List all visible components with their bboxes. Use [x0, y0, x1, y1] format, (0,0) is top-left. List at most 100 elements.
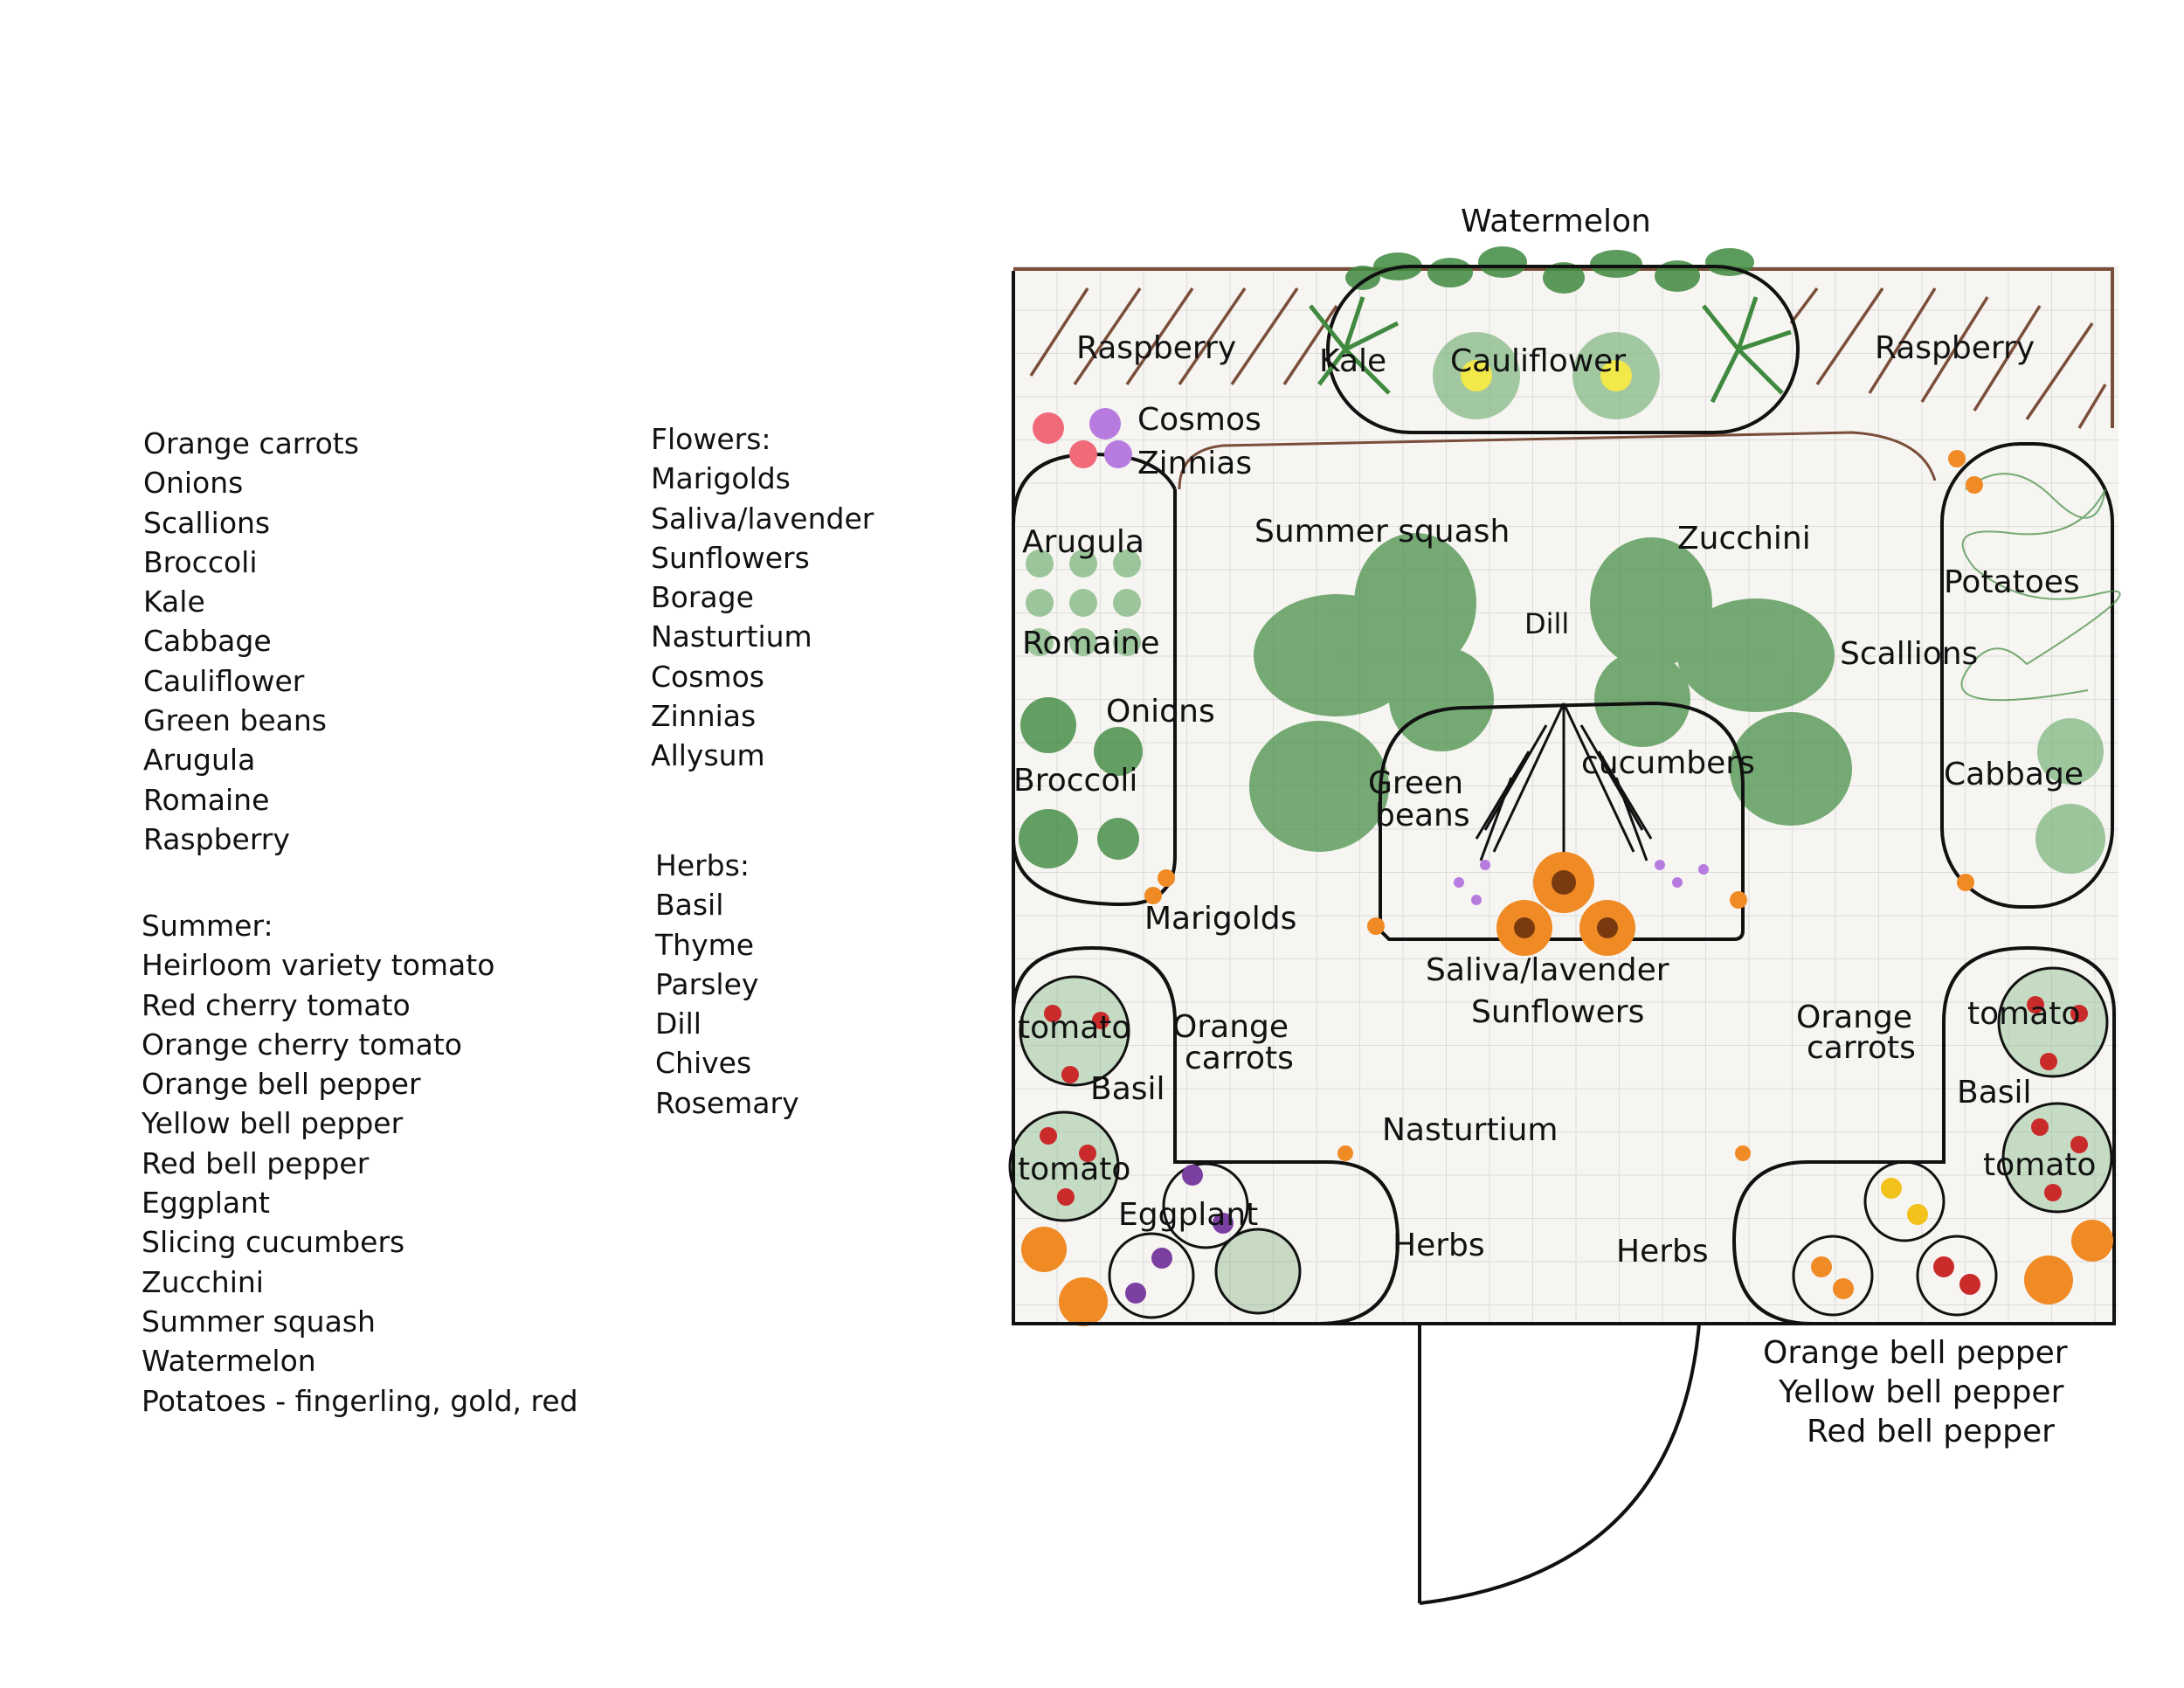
cosmos-zinnias-flowers: [1033, 408, 1132, 468]
list-item: Yellow bell pepper: [142, 1106, 404, 1141]
label-sunflowers: Sunflowers: [1471, 994, 1644, 1030]
list-item: Thyme: [655, 927, 755, 962]
list-item: Heirloom variety tomato: [142, 948, 495, 983]
label-cosmos: Cosmos: [1137, 402, 1261, 438]
garden-border: [1012, 271, 2114, 1325]
raspberry-hatching-left: [1029, 287, 1338, 385]
marigolds: [1144, 450, 1983, 1161]
list-item: Broccoli: [143, 544, 258, 579]
list-item: Nasturtium: [651, 619, 812, 654]
label-orange-carrots-right-2: carrots: [1807, 1030, 1916, 1066]
list-item: Cosmos: [651, 659, 764, 694]
label-cucumbers: cucumbers: [1581, 745, 1755, 781]
cauliflower-plants: [1433, 332, 1660, 419]
squash-zucchini-leaves: [1249, 533, 1852, 852]
list-item: Chives: [655, 1046, 752, 1081]
label-yellow-bell-pepper: Yellow bell pepper: [1778, 1374, 2064, 1410]
list-item: Potatoes - fingerling, gold, red: [142, 1383, 578, 1418]
raspberry-hatching-right: [1789, 287, 2107, 429]
list-item: Saliva/lavender: [651, 501, 874, 536]
eggplant-plants: [1108, 1162, 1302, 1319]
cabbage-plants: [2035, 718, 2105, 874]
label-basil-left: Basil: [1090, 1071, 1165, 1107]
list-item: Parsley: [655, 966, 759, 1001]
kale-plants: [1309, 296, 1792, 404]
label-broccoli: Broccoli: [1013, 763, 1137, 799]
bottom-left-bed: [1012, 945, 1400, 1325]
list-item: Dill: [655, 1007, 702, 1041]
orange-flowers-bottom-right: [2024, 1220, 2113, 1304]
list-item: Watermelon: [142, 1344, 316, 1379]
garden-grid: [1013, 266, 2118, 1324]
garden-gate: [1418, 1323, 1701, 1605]
list-item: Eggplant: [142, 1186, 270, 1221]
flowers-heading: Flowers:: [651, 422, 771, 456]
label-dill: Dill: [1524, 607, 1569, 640]
label-orange-carrots-right-1: Orange: [1796, 1000, 1912, 1035]
cucumber-trellis: [1475, 702, 1653, 882]
leafy-greens: [1026, 550, 1141, 656]
list-item: Zucchini: [142, 1264, 264, 1299]
label-zinnias: Zinnias: [1137, 446, 1252, 481]
label-green-beans-1: Green: [1368, 765, 1463, 801]
label-saliva-lavender: Saliva/lavender: [1426, 952, 1669, 988]
label-eggplant: Eggplant: [1118, 1197, 1258, 1233]
label-arugula: Arugula: [1022, 524, 1144, 560]
orange-flowers-bottom-left: [1021, 1227, 1108, 1326]
label-summer-squash: Summer squash: [1254, 514, 1510, 550]
label-onions: Onions: [1106, 694, 1215, 730]
list-item: Scallions: [143, 505, 271, 540]
list-item: Arugula: [143, 743, 256, 778]
label-orange-carrots-left-2: carrots: [1185, 1041, 1294, 1076]
bottom-right-bed: [1731, 945, 2116, 1325]
broccoli-plants: [1019, 697, 1143, 868]
sunflowers: [1496, 852, 1635, 956]
label-tomato-left-bottom: tomato: [1018, 1152, 1130, 1187]
list-item: Marigolds: [651, 461, 791, 496]
list-item: Cauliflower: [143, 663, 305, 698]
list-item: Orange cherry tomato: [142, 1027, 462, 1062]
list-item: Sunflowers: [651, 540, 810, 575]
bell-pepper-plants: [1792, 1160, 1998, 1317]
label-raspberry-left: Raspberry: [1076, 330, 1236, 366]
list-item: Summer squash: [142, 1304, 376, 1339]
label-tomato-right-top: tomato: [1967, 996, 2080, 1032]
label-orange-carrots-left-1: Orange: [1172, 1009, 1289, 1045]
label-kale: Kale: [1319, 343, 1386, 379]
label-marigolds: Marigolds: [1144, 901, 1296, 937]
label-romaine: Romaine: [1022, 626, 1160, 661]
label-zucchini: Zucchini: [1677, 521, 1811, 557]
top-bed: [1326, 265, 1800, 434]
right-bed: [1940, 442, 2114, 909]
summer-heading: Summer:: [142, 909, 273, 943]
label-watermelon: Watermelon: [1461, 204, 1651, 239]
list-item: Green beans: [143, 703, 328, 738]
label-scallions: Scallions: [1840, 636, 1978, 672]
label-tomato-left-top: tomato: [1018, 1010, 1130, 1046]
label-green-beans-2: beans: [1375, 798, 1470, 834]
label-raspberry-right: Raspberry: [1875, 330, 2035, 366]
list-item: Orange bell pepper: [142, 1067, 421, 1102]
list-item: Raspberry: [143, 821, 290, 856]
label-cauliflower: Cauliflower: [1450, 343, 1626, 379]
list-item: Basil: [655, 888, 724, 923]
label-orange-bell-pepper: Orange bell pepper: [1763, 1335, 2068, 1371]
list-item: Kale: [143, 585, 205, 619]
list-item: Cabbage: [143, 624, 272, 659]
herbs-heading: Herbs:: [655, 848, 750, 882]
list-item: Red bell pepper: [142, 1145, 370, 1180]
list-item: Allysum: [651, 738, 765, 773]
list-item: Borage: [651, 580, 754, 615]
center-bed: [1379, 701, 1745, 941]
label-cabbage: Cabbage: [1944, 757, 2084, 792]
tomato-plants-right: [1997, 966, 2113, 1214]
top-path-edge: [1178, 431, 1937, 490]
lavender-sprigs: [1454, 860, 1709, 905]
